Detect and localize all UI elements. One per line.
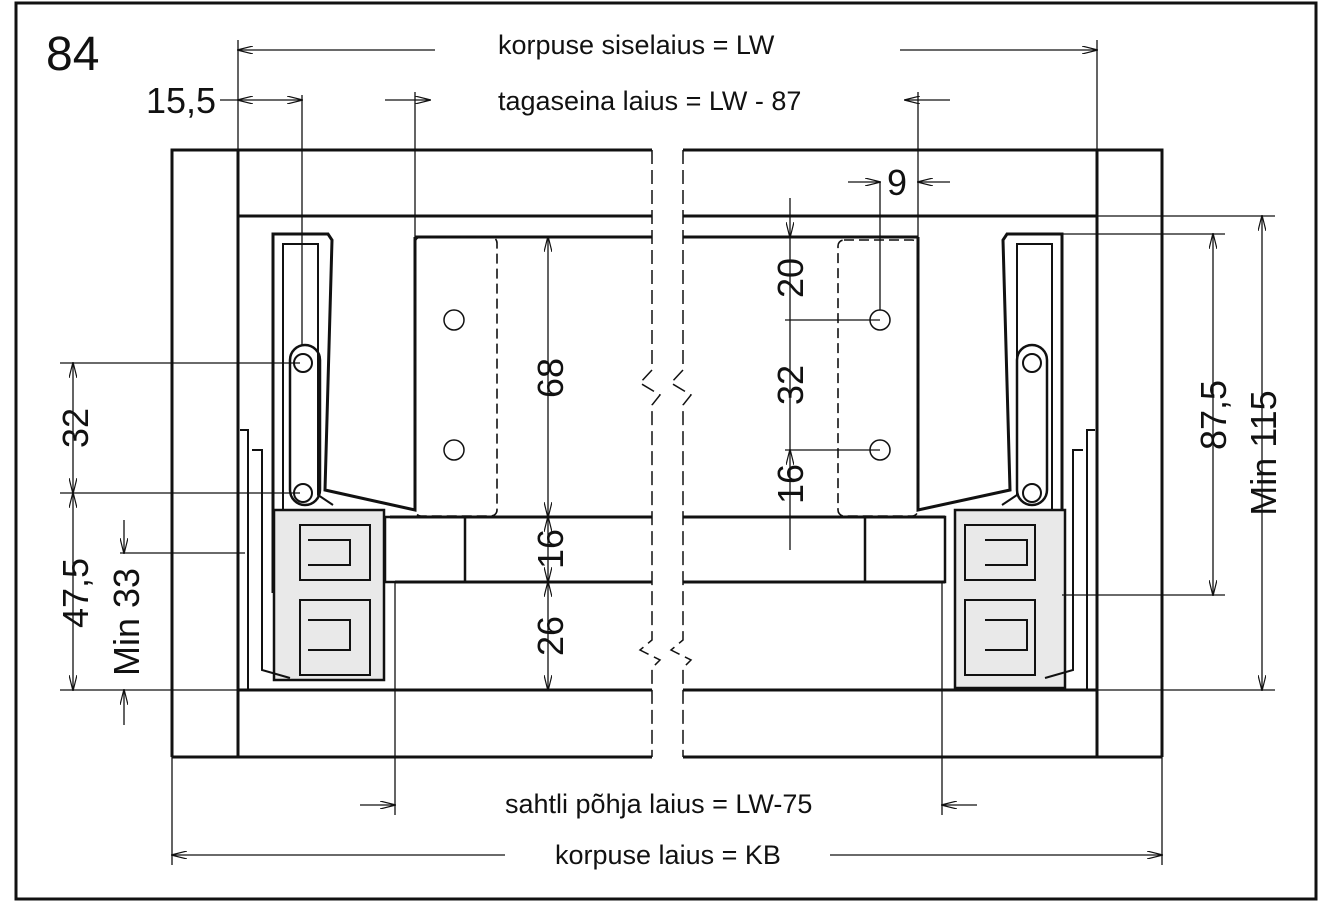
label-cabinet-inner-width: korpuse siselaius = LW bbox=[498, 30, 775, 60]
dim-min-115: Min 115 bbox=[1243, 390, 1284, 515]
dim-min-33: Min 33 bbox=[106, 568, 147, 676]
left-side-wall bbox=[170, 148, 240, 757]
label-drawer-bottom-width: sahtli põhja laius = LW-75 bbox=[505, 789, 812, 819]
figure-number: 84 bbox=[46, 28, 99, 81]
dim-32-right: 32 bbox=[770, 365, 811, 405]
right-drawer-profile bbox=[837, 232, 1095, 691]
drawing-border bbox=[14, 1, 1318, 901]
dim-26: 26 bbox=[530, 616, 571, 656]
dim-87-5: 87,5 bbox=[1193, 380, 1234, 450]
dim-68: 68 bbox=[530, 358, 571, 398]
dim-47-5: 47,5 bbox=[55, 558, 96, 628]
dim-16-right: 16 bbox=[770, 464, 811, 504]
left-drawer-profile bbox=[240, 232, 498, 691]
dimension-lines bbox=[60, 40, 1275, 865]
label-back-panel-width: tagaseina laius = LW - 87 bbox=[498, 86, 801, 116]
right-side-wall bbox=[1095, 148, 1164, 757]
label-cabinet-width: korpuse laius = KB bbox=[555, 840, 781, 870]
dim-16-center: 16 bbox=[530, 529, 571, 569]
dim-9: 9 bbox=[887, 162, 907, 203]
dimension-labels: korpuse siselaius = LW tagaseina laius =… bbox=[55, 30, 1284, 870]
dim-32-left: 32 bbox=[55, 408, 96, 448]
dim-15-5: 15,5 bbox=[146, 80, 216, 121]
dim-20: 20 bbox=[770, 258, 811, 298]
